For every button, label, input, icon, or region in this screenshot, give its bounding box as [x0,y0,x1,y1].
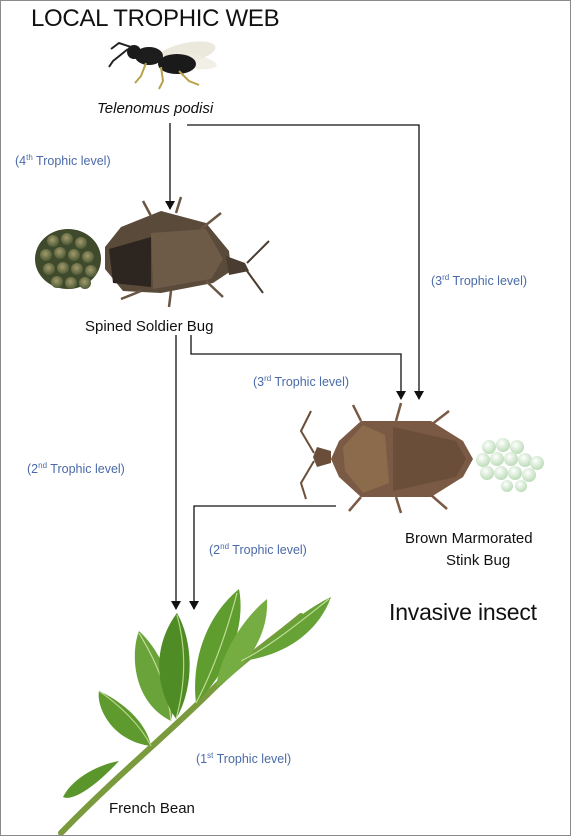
arrow-soldier-bug-to-stink-bug [191,335,401,399]
diagram-title: LOCAL TROPHIC WEB [31,5,279,33]
label-fourth-trophic-level: (4th Trophic level) [15,153,111,168]
french-bean-illustration [61,589,331,833]
label-third-trophic-level-middle: (3rd Trophic level) [253,374,349,389]
wasp-illustration [109,37,218,89]
label-telenomus-podisi: Telenomus podisi [97,100,213,117]
label-invasive-insect: Invasive insect [389,599,537,626]
trophic-arrows [170,123,419,609]
spined-soldier-bug-illustration [35,197,269,307]
egg-cluster-brown [35,229,101,289]
label-third-trophic-level-right: (3rd Trophic level) [431,273,527,288]
arrow-stink-bug-to-bean [194,506,336,609]
label-spined-soldier-bug: Spined Soldier Bug [85,318,213,335]
egg-cluster-green [476,438,544,492]
label-second-trophic-level-middle: (2nd Trophic level) [209,542,307,557]
label-french-bean: French Bean [109,800,195,817]
label-brown-marmorated-line1: Brown Marmorated [405,530,533,547]
label-brown-marmorated-line2: Stink Bug [446,552,510,569]
label-first-trophic-level: (1st Trophic level) [196,751,291,766]
brown-marmorated-stink-bug-illustration [301,403,544,513]
label-second-trophic-level-left: (2nd Trophic level) [27,461,125,476]
